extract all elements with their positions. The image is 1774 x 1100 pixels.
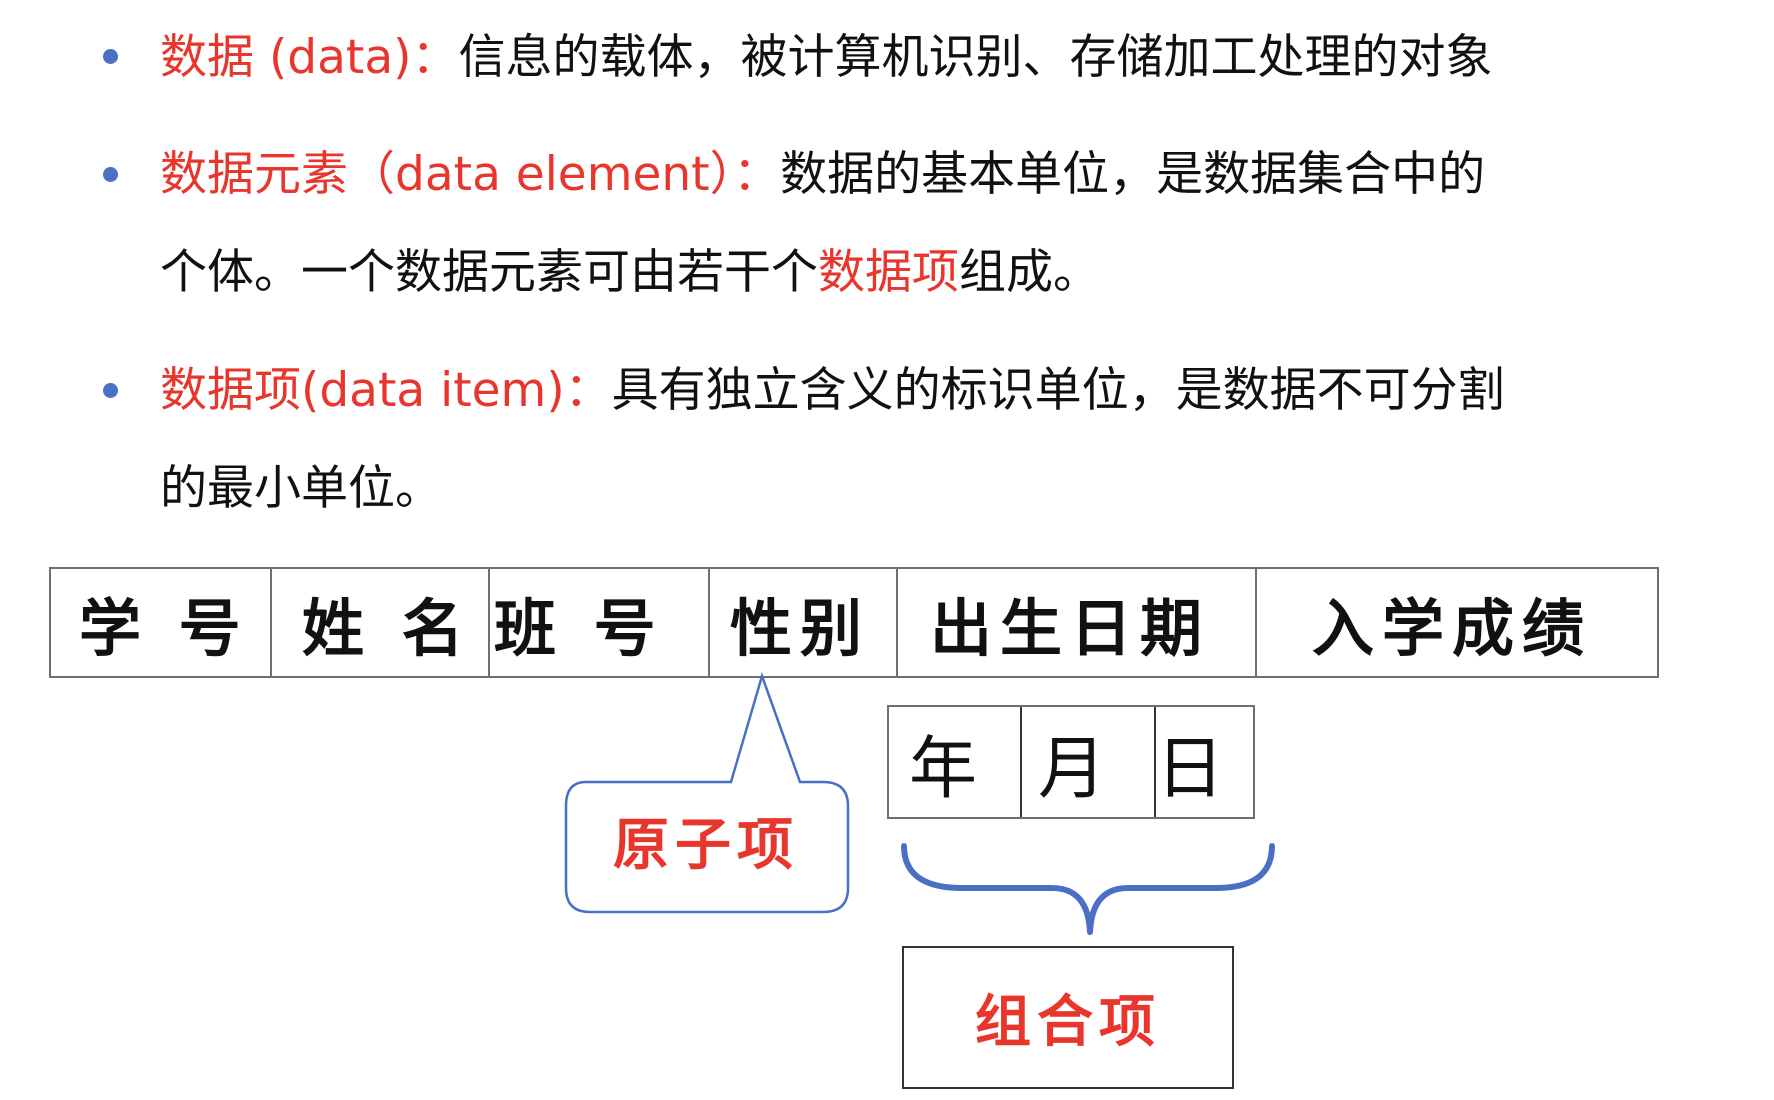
term-data-item: 数据项(data item)： — [160, 363, 612, 418]
bullet-2-line-1: 数据元素（data element）：数据的基本单位，是数据集合中的 — [160, 151, 1485, 198]
field-student-id: 学 号 — [51, 569, 272, 676]
bullet-3-line-2: 的最小单位。 — [160, 465, 442, 512]
term-data-element: 数据元素（data element）： — [160, 147, 781, 202]
bullet-2-line-2: 个体。一个数据元素可由若干个数据项组成。 — [160, 249, 1100, 296]
composite-item-box: 组合项 — [902, 946, 1234, 1089]
definition-data: 信息的载体，被计算机识别、存储加工处理的对象 — [458, 30, 1493, 85]
definition-data-element-1: 数据的基本单位，是数据集合中的 — [780, 147, 1486, 202]
field-class-id: 班 号 — [490, 569, 710, 676]
bullet-1-line: 数据 (data)：信息的载体，被计算机识别、存储加工处理的对象 — [160, 34, 1492, 81]
highlight-data-item: 数据项 — [818, 245, 959, 300]
field-gender: 性别 — [710, 569, 898, 676]
definition-data-item-1: 具有独立含义的标识单位，是数据不可分割 — [611, 363, 1505, 418]
composite-brace — [901, 843, 1275, 935]
subfield-day: 日 — [1156, 729, 1225, 809]
atomic-item-callout-bubble — [564, 671, 850, 914]
definition-data-element-2b: 组成。 — [959, 245, 1100, 300]
bullet-dot-1 — [103, 49, 118, 64]
atomic-item-label: 原子项 — [613, 812, 799, 878]
bullet-3-line-1: 数据项(data item)：具有独立含义的标识单位，是数据不可分割 — [160, 367, 1505, 414]
definition-data-element-2a: 个体。一个数据元素可由若干个 — [160, 245, 818, 300]
composite-item-label: 组合项 — [975, 989, 1161, 1055]
record-table: 学 号 姓 名 班 号 性别 出生日期 入学成绩 — [49, 567, 1659, 678]
definition-data-item-2: 的最小单位。 — [160, 461, 442, 516]
term-data: 数据 (data)： — [160, 30, 459, 85]
field-name: 姓 名 — [272, 569, 490, 676]
bullet-dot-2 — [103, 167, 118, 182]
date-subfields-table: 年 月 日 — [887, 705, 1255, 819]
field-entrance-score: 入学成绩 — [1312, 591, 1593, 665]
bullet-dot-3 — [103, 383, 118, 398]
subfield-year: 年 — [889, 707, 1022, 817]
field-birth-date: 出生日期 — [898, 569, 1257, 676]
subfield-month: 月 — [1022, 707, 1156, 817]
